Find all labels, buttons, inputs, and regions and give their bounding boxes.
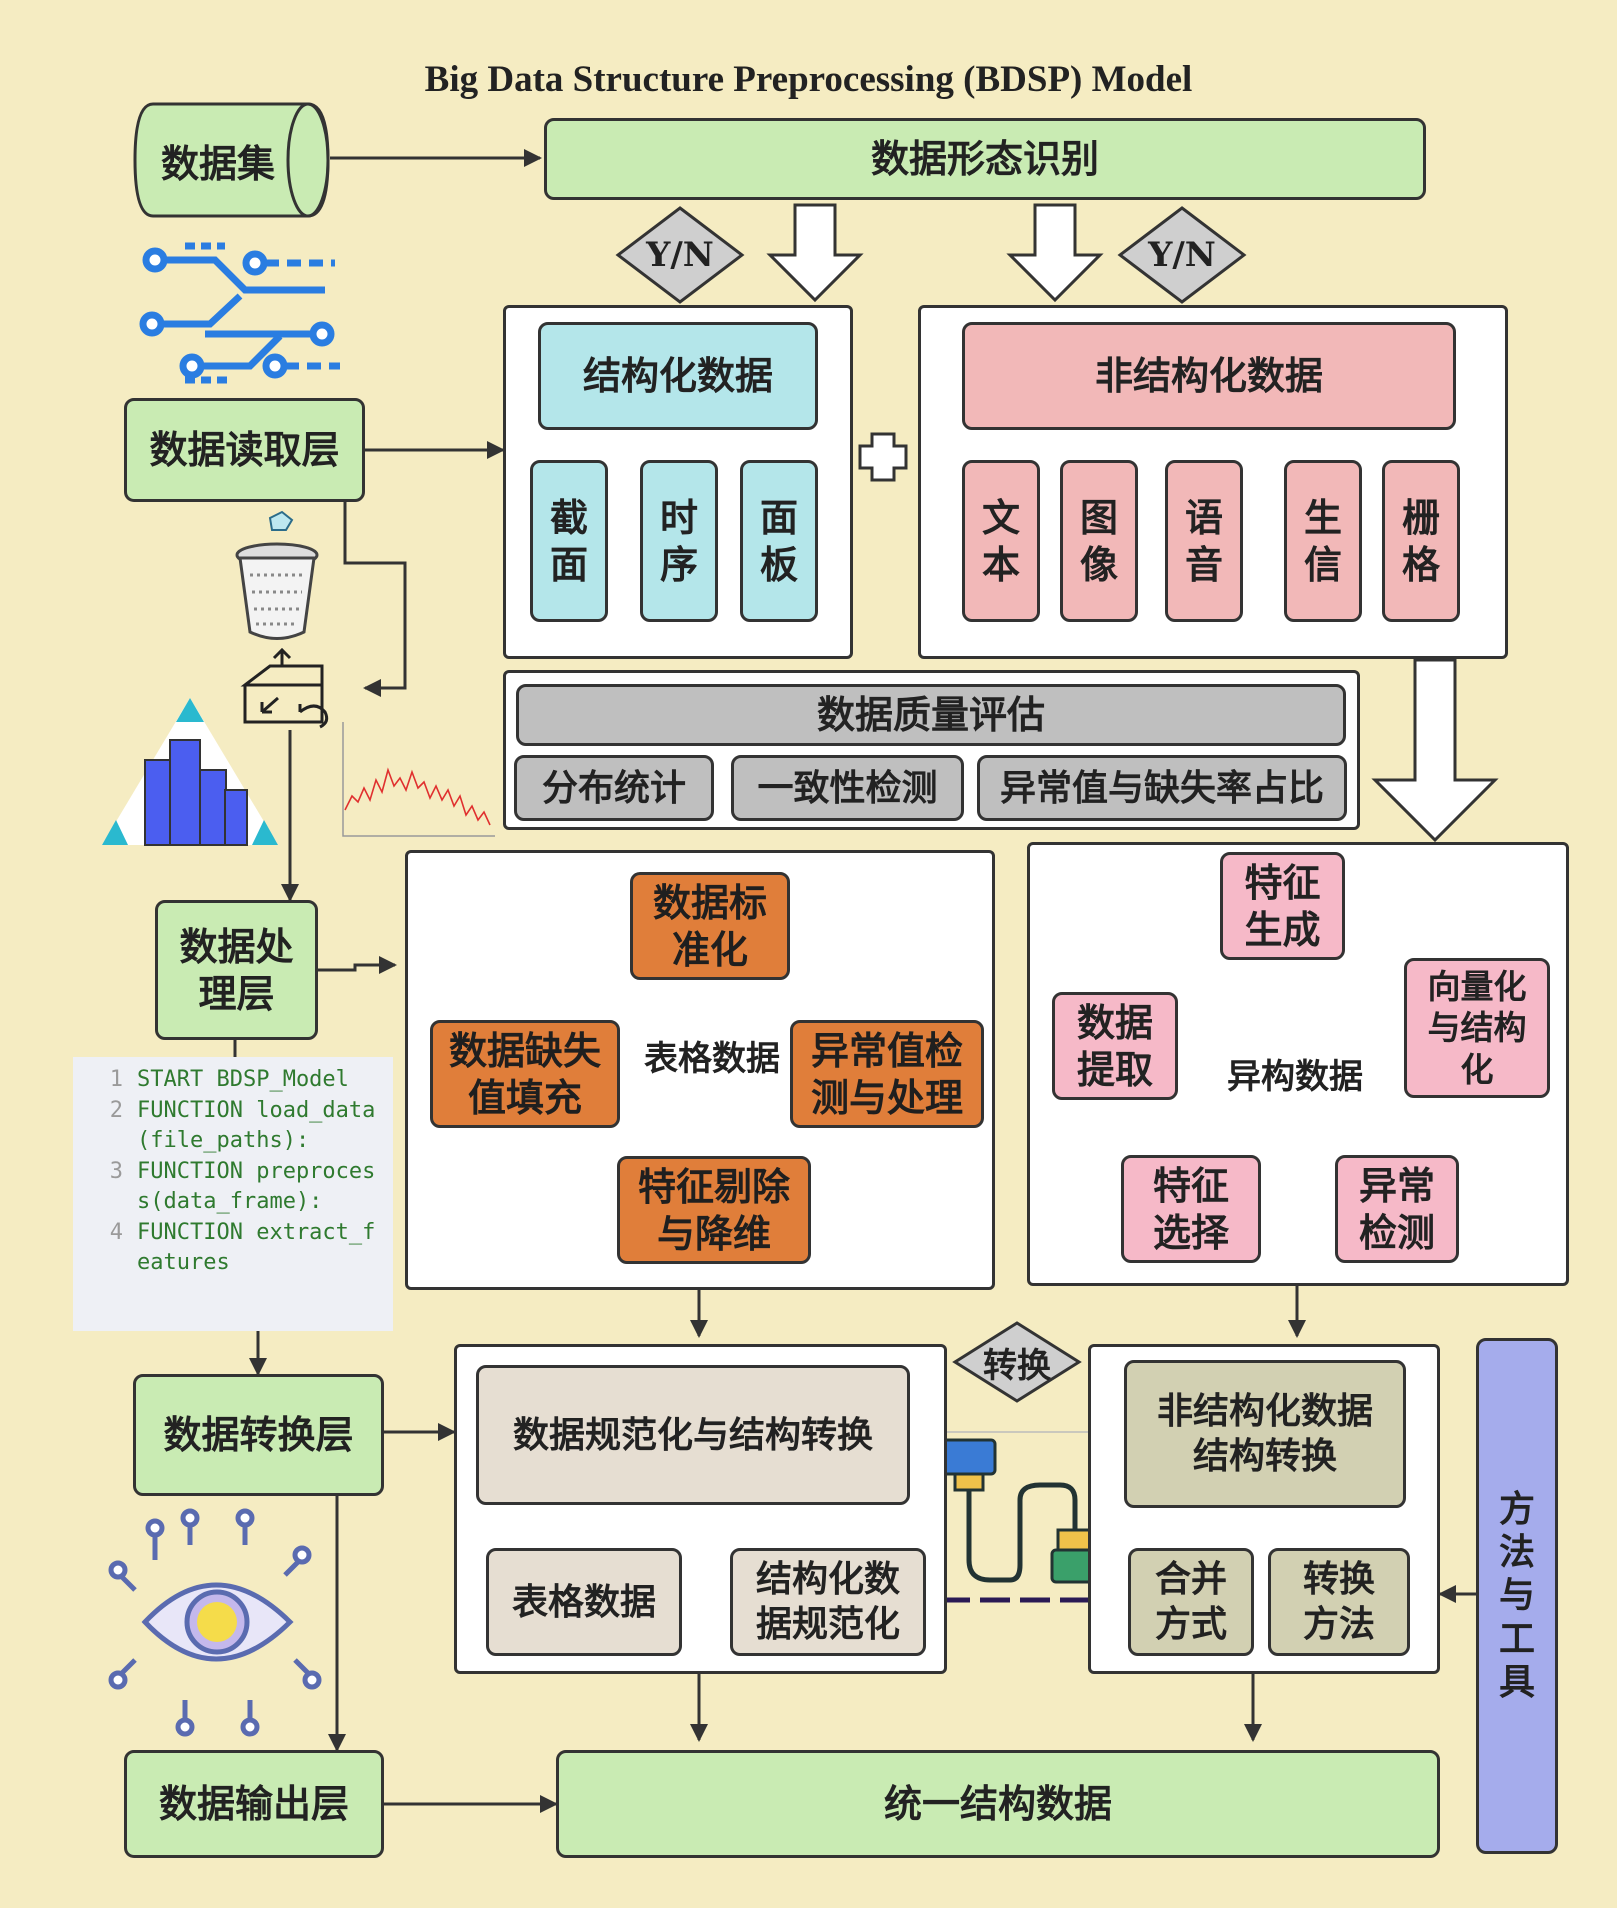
hollow-arrow-unstructured xyxy=(1006,203,1104,303)
code-line: 2 FUNCTION load_data(file_paths): xyxy=(73,1096,393,1157)
convert-diamond xyxy=(952,1321,1082,1403)
hollow-arrow-structured xyxy=(766,203,864,303)
code-line-text: FUNCTION preprocess(data_frame): xyxy=(137,1158,376,1215)
unstructured-title: 非结构化数据 xyxy=(962,322,1456,430)
bar-chart-pyramid-icon xyxy=(102,698,278,846)
hetero-step-vectorize: 向量化 与结构 化 xyxy=(1404,958,1550,1098)
convert-label: 转换 xyxy=(983,1345,1051,1386)
structured-item-panel: 面 板 xyxy=(740,460,818,622)
yn-diamond-left xyxy=(615,206,745,304)
process-layer-label: 数据处理层 xyxy=(179,923,294,1017)
unstructured-convert-title: 非结构化数据 结构转换 xyxy=(1124,1360,1406,1508)
unstructured-item-image: 图 像 xyxy=(1060,460,1138,622)
code-snippet: 1 START BDSP_Model 2 FUNCTION load_data(fi… xyxy=(73,1057,393,1331)
code-line: 3 FUNCTION preprocess(data_frame): xyxy=(73,1157,393,1218)
structured-item-time-series: 时 序 xyxy=(640,460,718,622)
hetero-step-anomaly: 异常 检测 xyxy=(1335,1155,1459,1263)
merge-method-box: 合并 方式 xyxy=(1128,1548,1254,1656)
table-cycle-center: 表格数据 xyxy=(644,1038,780,1079)
table-step-missing-fill: 数据缺失 值填充 xyxy=(430,1020,620,1128)
normalize-structured: 结构化数 据规范化 xyxy=(730,1548,926,1656)
quality-item-distribution: 分布统计 xyxy=(514,755,714,821)
dataset-label: 数据集 xyxy=(160,140,275,186)
hetero-step-feature-gen: 特征 生成 xyxy=(1220,852,1345,960)
convert-method-box: 转换 方法 xyxy=(1268,1548,1410,1656)
unstructured-item-bioinfo: 生 信 xyxy=(1284,460,1362,622)
code-line-number: 1 xyxy=(109,1067,123,1092)
recognition-box: 数据形态识别 xyxy=(544,118,1426,200)
line-chart-icon xyxy=(342,722,495,837)
eye-circuit-icon xyxy=(108,1508,322,1737)
code-line: 1 START BDSP_Model xyxy=(73,1065,393,1096)
unstructured-item-text: 文 本 xyxy=(962,460,1040,622)
trash-bin-icon xyxy=(235,510,319,640)
quality-title: 数据质量评估 xyxy=(516,684,1346,746)
code-line-number: 3 xyxy=(109,1158,123,1184)
unstructured-item-raster: 栅 格 xyxy=(1382,460,1460,622)
quality-item-consistency: 一致性检测 xyxy=(731,755,964,821)
yn-diamond-right xyxy=(1117,206,1247,304)
connector-read-cycle xyxy=(343,502,407,697)
arrow-process-table xyxy=(318,956,397,974)
table-step-feature-reduction: 特征剔除 与降维 xyxy=(617,1156,811,1264)
code-line-text: FUNCTION extract_features xyxy=(137,1219,376,1276)
read-layer-box: 数据读取层 xyxy=(124,398,365,502)
cable-connector-icon xyxy=(941,1438,1102,1584)
unified-data-box: 统一结构数据 xyxy=(556,1750,1440,1858)
code-line-text: START BDSP_Model xyxy=(137,1067,349,1092)
hollow-arrow-hetero xyxy=(1371,658,1499,843)
unstructured-item-speech: 语 音 xyxy=(1165,460,1243,622)
table-step-outlier: 异常值检 测与处理 xyxy=(790,1020,984,1128)
plus-icon xyxy=(858,432,908,482)
structured-title: 结构化数据 xyxy=(538,322,818,430)
code-line-number: 4 xyxy=(109,1219,123,1245)
output-layer-box: 数据输出层 xyxy=(124,1750,384,1858)
quality-item-outlier-missing: 异常值与缺失率占比 xyxy=(977,755,1347,821)
dataset-cylinder xyxy=(133,102,330,218)
methods-tools-box: 方 法 与 工 具 xyxy=(1476,1338,1558,1854)
code-line: 4 FUNCTION extract_features xyxy=(73,1218,393,1279)
normalize-title: 数据规范化与结构转换 xyxy=(476,1365,910,1505)
yn-label-right: Y/N xyxy=(1148,235,1216,275)
process-layer-box: 数据处理层 xyxy=(155,900,318,1040)
table-step-standardize: 数据标 准化 xyxy=(630,872,790,980)
box-transfer-icon xyxy=(240,647,329,729)
hetero-step-feature-select: 特征 选择 xyxy=(1121,1155,1261,1263)
hetero-step-extract: 数据 提取 xyxy=(1052,992,1178,1100)
circuit-icon xyxy=(139,242,340,384)
yn-label-left: Y/N xyxy=(646,235,714,275)
code-line-number: 2 xyxy=(109,1097,123,1123)
diagram-title: Big Data Structure Preprocessing (BDSP) … xyxy=(424,59,1193,100)
normalize-table-data: 表格数据 xyxy=(486,1548,682,1656)
structured-item-cross-section: 截 面 xyxy=(530,460,608,622)
hetero-cycle-center: 异构数据 xyxy=(1227,1056,1363,1097)
transform-layer-box: 数据转换层 xyxy=(133,1374,384,1496)
code-line-text: FUNCTION load_data(file_paths): xyxy=(137,1097,376,1154)
